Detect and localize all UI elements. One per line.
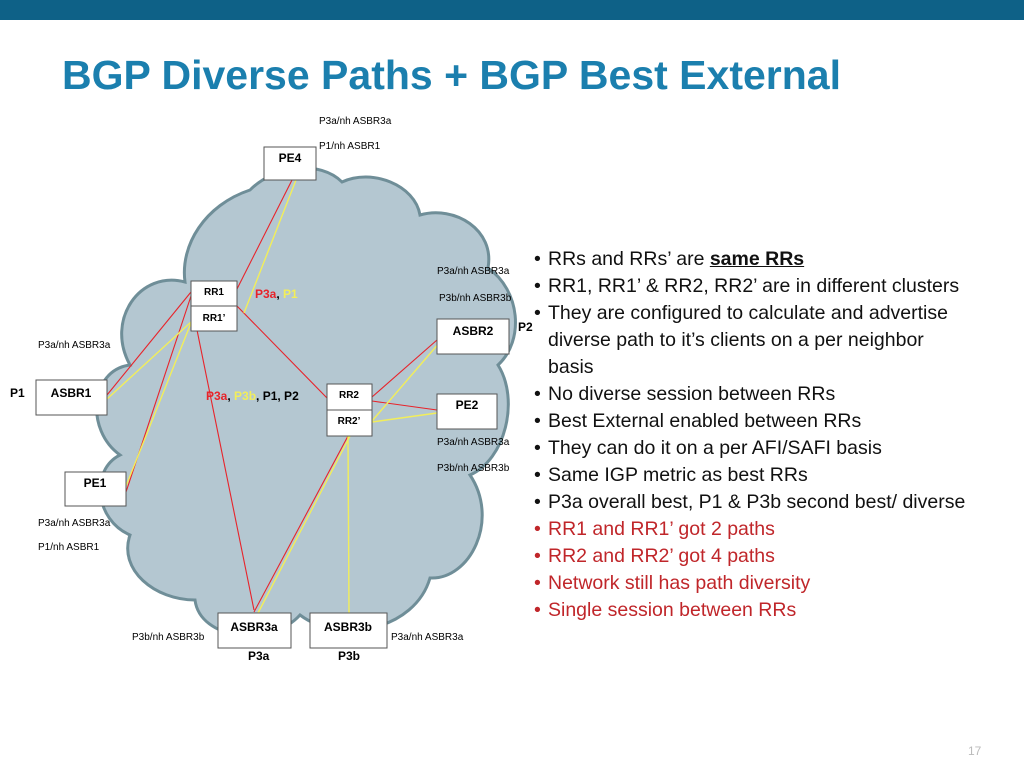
pe4-path-label-1: P3a/nh ASBR3a: [319, 116, 392, 127]
node-asbr1: ASBR1: [35, 379, 108, 416]
asbr3b-path-label: P3a/nh ASBR3a: [391, 632, 464, 643]
rr2-path-comma: ,: [227, 389, 234, 403]
node-rr2p: RR2’: [326, 409, 373, 437]
rr2-path-p3b: P3b: [234, 389, 256, 403]
node-rr1p-label: RR1’: [203, 313, 226, 324]
page-number: 17: [968, 744, 982, 758]
bullet-item: RR1 and RR1’ got 2 paths: [534, 516, 974, 543]
line-rr1-rr2: [235, 304, 328, 399]
node-asbr2-label: ASBR2: [453, 324, 494, 338]
line-asbr3a-rr1: [196, 329, 255, 611]
node-rr2: RR2: [326, 383, 373, 411]
bullet-item: Single session between RRs: [534, 597, 974, 624]
asbr2-path-label-2: P3b/nh ASBR3b: [439, 293, 512, 304]
bullet-item: P3a overall best, P1 & P3b second best/ …: [534, 489, 974, 516]
top-bar: [0, 0, 1024, 20]
bullet-item: RRs and RRs’ are same RRs: [534, 246, 974, 273]
rr2-path-set: P3a, P3b, P1, P2: [206, 389, 299, 403]
line-asbr1-rr1p: [106, 321, 192, 400]
rr1-path-set: P3a, P1: [255, 287, 298, 301]
line-pe1-rr1p: [125, 322, 192, 487]
line-pe2-rr2: [371, 400, 438, 411]
line-asbr1-rr1: [106, 291, 192, 396]
bullet-item: Best External enabled between RRs: [534, 408, 974, 435]
rr1-path-p3a: P3a: [255, 287, 277, 301]
node-rr1-label: RR1: [204, 287, 224, 298]
bullet-text: RRs and RRs’ are: [548, 248, 710, 270]
line-asbr3b-rr2p: [347, 435, 350, 614]
red-path-lines: [106, 179, 438, 613]
node-pe1-label: PE1: [84, 476, 107, 490]
asbr3a-path-label: P3b/nh ASBR3b: [132, 632, 205, 643]
yellow-path-lines: [106, 179, 441, 614]
node-rr2p-label: RR2’: [338, 416, 361, 427]
node-rr2-label: RR2: [339, 390, 359, 401]
bullet-item: RR2 and RR2’ got 4 paths: [534, 543, 974, 570]
rr1-path-comma: ,: [276, 287, 283, 301]
pe2-path-label-1: P3a/nh ASBR3a: [437, 437, 510, 448]
node-pe4-label: PE4: [279, 151, 302, 165]
bullet-emphasis: same RRs: [709, 248, 805, 270]
node-asbr2: ASBR2: [436, 318, 510, 355]
bullet-item: RR1, RR1’ & RR2, RR2’ are in different c…: [534, 273, 974, 300]
line-pe4-rr1p: [243, 179, 297, 314]
asbr2-path-label-1: P3a/nh ASBR3a: [437, 266, 510, 277]
bullet-item: They can do it on a per AFI/SAFI basis: [534, 435, 974, 462]
node-pe2-label: PE2: [456, 398, 479, 412]
bullet-item: They are configured to calculate and adv…: [534, 300, 974, 381]
node-asbr3a-label: ASBR3a: [230, 620, 278, 634]
node-asbr3b-label: ASBR3b: [324, 620, 372, 634]
rr2-path-rest: , P1, P2: [256, 389, 299, 403]
line-pe4-rr1: [236, 179, 293, 290]
prefix-p3a: P3a: [248, 649, 270, 663]
bullet-item: Network still has path diversity: [534, 570, 974, 597]
node-pe1: PE1: [64, 471, 127, 507]
node-asbr3b: ASBR3b: [309, 612, 388, 649]
rr2-path-p3a: P3a: [206, 389, 228, 403]
slide-title: BGP Diverse Paths + BGP Best External: [62, 52, 841, 98]
asbr1-path-label: P3a/nh ASBR3a: [38, 340, 111, 351]
bullet-item: No diverse session between RRs: [534, 381, 974, 408]
rr1-path-p1: P1: [283, 287, 298, 301]
prefix-p2: P2: [518, 320, 533, 334]
line-asbr2-rr2: [371, 339, 438, 398]
node-asbr3a: ASBR3a: [217, 612, 292, 649]
pe4-path-label-2: P1/nh ASBR1: [319, 141, 381, 152]
line-pe2-rr2p: [371, 412, 438, 423]
prefix-p3b: P3b: [338, 649, 360, 663]
node-pe4: PE4: [263, 146, 317, 181]
line-asbr3a-rr2: [253, 435, 349, 613]
line-asbr3a-rr2p: [257, 435, 351, 614]
pe2-path-label-2: P3b/nh ASBR3b: [437, 463, 510, 474]
node-rr1: RR1: [190, 280, 238, 307]
line-asbr2-rr2p: [371, 341, 441, 422]
prefix-p1: P1: [10, 386, 25, 400]
bullet-item: Same IGP metric as best RRs: [534, 462, 974, 489]
bullet-list: RRs and RRs’ are same RRs RR1, RR1’ & RR…: [534, 246, 974, 624]
node-asbr1-label: ASBR1: [51, 386, 92, 400]
pe1-path-label-2: P1/nh ASBR1: [38, 542, 100, 553]
node-rr1p: RR1’: [190, 305, 238, 332]
node-pe2: PE2: [436, 393, 498, 430]
pe1-path-label-1: P3a/nh ASBR3a: [38, 518, 111, 529]
